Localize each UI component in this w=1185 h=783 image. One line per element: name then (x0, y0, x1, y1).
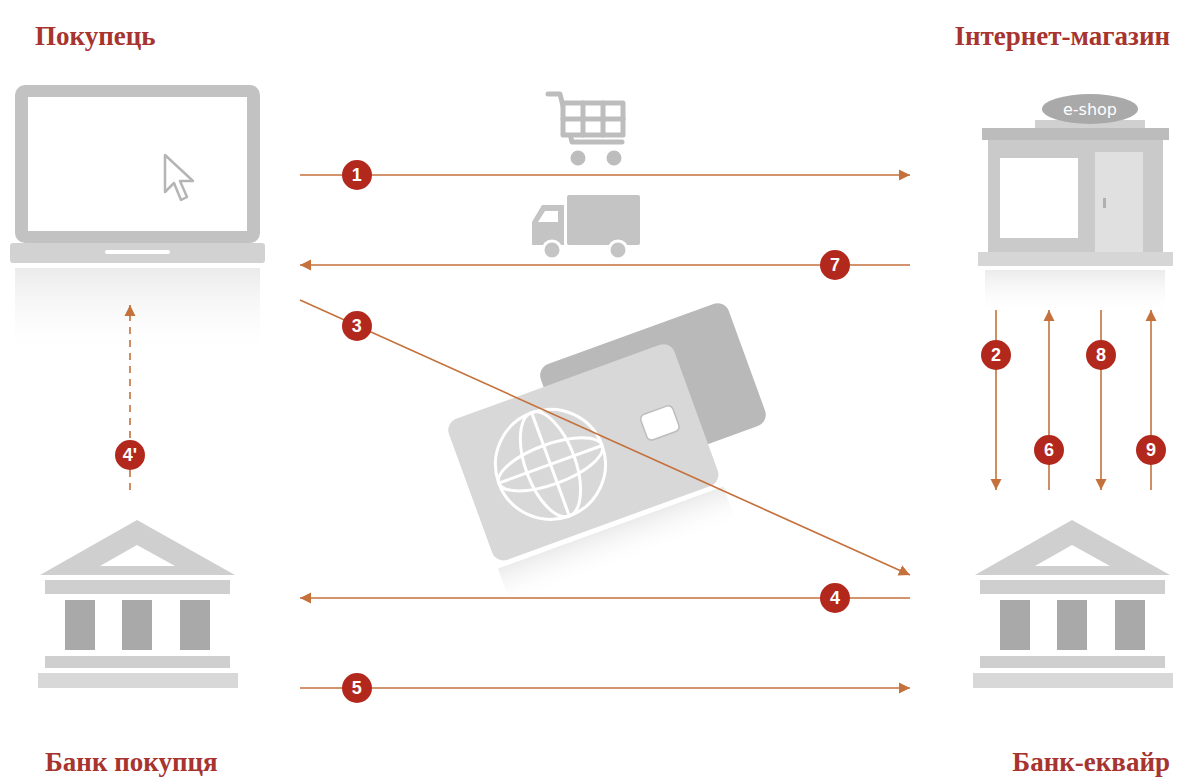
bank-icon (973, 520, 1173, 688)
flow-arrow (300, 264, 910, 266)
callout-number: 4' (115, 440, 145, 470)
bank-icon (38, 520, 238, 688)
shop-icon (978, 120, 1173, 315)
callout-number: 4 (820, 583, 850, 613)
credit-cards (438, 300, 798, 606)
callout-number: 7 (820, 250, 850, 280)
flow-arrow (300, 597, 910, 599)
node-area: Банк покупця (10, 490, 300, 780)
flow-arrow (995, 310, 997, 490)
node-area: Інтернет-магазин e-shop (910, 10, 1175, 310)
callout-number: 1 (342, 160, 372, 190)
shop-sign-text: e-shop (1042, 94, 1138, 124)
flow-arrow (300, 687, 910, 689)
callout-number: 3 (342, 311, 372, 341)
flow-arrow (300, 174, 910, 176)
callout-number: 6 (1034, 435, 1064, 465)
callout-number: 2 (981, 340, 1011, 370)
node-heading: Інтернет-магазин (954, 20, 1170, 52)
node-heading: Банк-еквайр (1012, 746, 1170, 778)
callout-number: 5 (342, 673, 372, 703)
callout-number: 8 (1086, 340, 1116, 370)
flow-arrow (300, 300, 910, 575)
flow-arrow (1100, 310, 1102, 490)
node-heading: Покупець (35, 20, 156, 52)
callout-number: 9 (1136, 435, 1166, 465)
node-area: Покупець (10, 10, 300, 305)
truck-icon (532, 195, 640, 259)
node-heading: Банк покупця (45, 746, 218, 778)
cart-icon (548, 94, 623, 163)
laptop-icon (10, 85, 265, 363)
node-area: Банк-еквайр (910, 490, 1175, 780)
